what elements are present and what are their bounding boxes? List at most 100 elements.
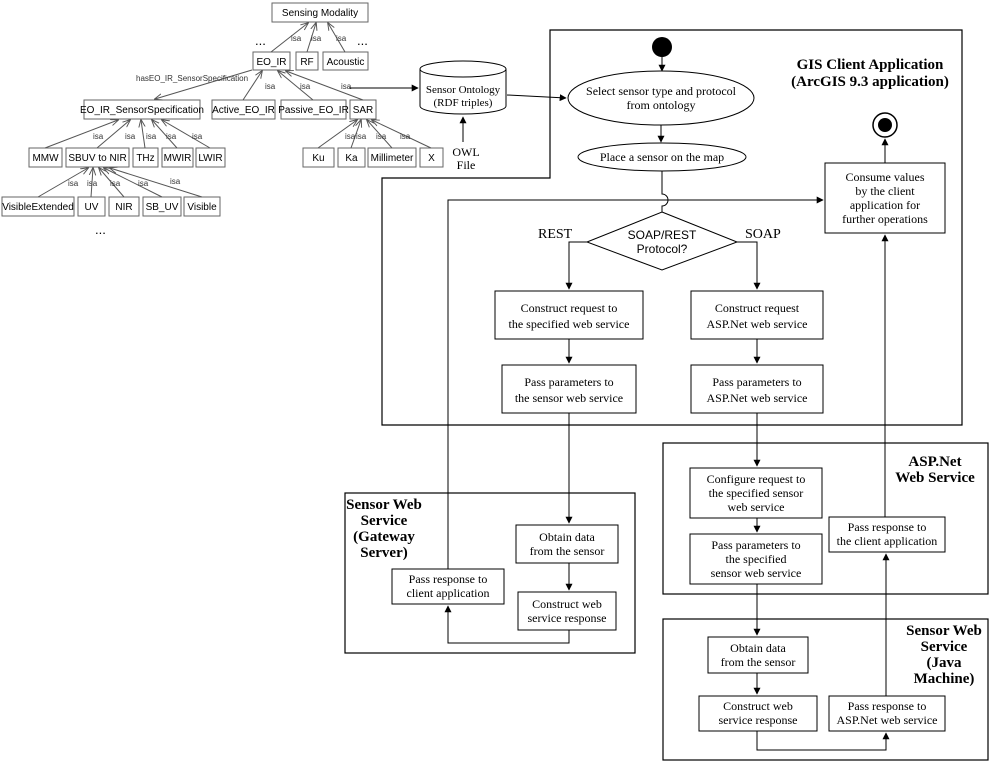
isa-label: isa [300,82,311,91]
soap-pass-text-2: ASP.Net web service [707,391,808,405]
gateway-pass-text-2: client application [407,586,490,600]
isa-label: isa [345,132,356,141]
consume-text-2: by the client [855,184,915,198]
gateway-construct-response [517,591,617,631]
java-construct-text-2: service response [719,713,798,727]
gateway-title: Sensor Web [346,497,422,513]
node-x: X [428,153,435,164]
isa-label: isa [125,132,136,141]
aspnet-response-text: Pass response to [848,520,927,534]
gateway-title-2: Service [361,513,408,529]
gateway-obtain-text-2: from the sensor [530,544,605,558]
aspnet-configure-request [689,467,823,519]
isa-label: isa [138,179,149,188]
soap-construct-request [690,290,824,340]
node-acoustic: Acoustic [327,57,365,68]
node-rf: RF [300,57,313,68]
isa-label: isa [170,177,181,186]
node-lwir: LWIR [198,153,222,164]
node-sar: SAR [353,105,374,116]
node-millimeter: Millimeter [371,153,414,164]
isa-label: isa [110,179,121,188]
consume-text: Consume values [846,170,925,184]
rest-construct-text-2: the specified web service [509,317,630,331]
rest-construct-text: Construct request to [521,301,618,315]
soap-pass-text: Pass parameters to [712,375,801,389]
protocol-decision [585,211,739,271]
gateway-construct-text: Construct web [532,597,602,611]
aspnet-response-text-2: the client application [837,534,938,548]
rest-pass-text-2: the sensor web service [515,391,623,405]
isa-label: isa [166,132,177,141]
java-title-4: Machine) [914,671,975,687]
gateway-construct-text-2: service response [528,611,607,625]
java-obtain-text: Obtain data [730,641,786,655]
rest-label: REST [538,227,573,242]
consume-values-step [824,162,946,234]
soap-construct-text-2: ASP.Net web service [707,317,808,331]
owl-file-label: OWL [452,145,479,159]
rest-construct-request [494,290,644,340]
gis-client-container [381,29,963,426]
ontology-tree: Sensing Modality EO_IR RF Acoustic EO_IR… [1,2,444,237]
aspnet-pass-text-3: sensor web service [711,566,802,580]
gateway-obtain-data [515,524,619,564]
isa-label: isa [400,132,411,141]
place-sensor-text: Place a sensor on the map [600,150,724,164]
rest-pass-parameters [501,364,637,414]
has-specification-label: hasEO_IR_SensorSpecification [136,74,248,83]
sensor-ontology-sub: (RDF triples) [434,97,493,109]
java-pass-text-2: ASP.Net web service [837,713,938,727]
java-title-2: Service [921,639,968,655]
gis-client-subtitle: (ArcGIS 9.3 application) [791,74,949,90]
java-pass-text: Pass response to [848,699,927,713]
sensor-ontology-database: Sensor Ontology (RDF triples) [419,60,507,115]
decision-text: SOAP/REST [628,228,697,242]
node-sb-uv: SB_UV [146,202,179,213]
decision-text-2: Protocol? [637,242,688,256]
aspnet-service-container [662,442,989,595]
aspnet-title: ASP.Net [908,454,961,470]
node-eo-ir-sensor-specification: EO_IR_SensorSpecification [80,105,204,116]
aspnet-pass-text-2: the specified [726,552,787,566]
aspnet-pass-parameters [689,533,823,585]
node-passive-eo-ir: Passive_EO_IR [278,105,349,116]
consume-text-4: further operations [842,212,928,226]
soap-pass-parameters [690,364,824,414]
node-sensing-modality: Sensing Modality [282,8,358,19]
node-nir: NIR [115,202,132,213]
node-visible-extended: VisibleExtended [2,202,74,213]
select-sensor-text-2: from ontology [627,98,696,112]
select-sensor-text: Select sensor type and protocol [586,84,737,98]
isa-label: isa [356,132,367,141]
start-node [652,37,672,57]
isa-label: isa [336,34,347,43]
gis-client-title: GIS Client Application [797,57,944,73]
owl-file-sub: File [457,158,476,172]
node-ku: Ku [312,153,324,164]
node-mwir: MWIR [164,153,192,164]
java-pass-response [828,695,946,732]
java-construct-response [698,695,818,732]
java-service-container [662,618,989,761]
java-obtain-data [707,636,809,674]
node-visible: Visible [187,202,217,213]
isa-label: isa [265,82,276,91]
aspnet-pass-text: Pass parameters to [711,538,800,552]
aspnet-configure-text-3: web service [728,500,785,514]
gateway-service-container [344,492,636,654]
isa-label: isa [192,132,203,141]
isa-label: isa [68,179,79,188]
java-title: Sensor Web [906,623,982,639]
rest-pass-text: Pass parameters to [524,375,613,389]
isa-label: isa [311,34,322,43]
java-construct-text: Construct web [723,699,793,713]
java-obtain-text-2: from the sensor [721,655,796,669]
node-sbuv-to-nir: SBUV to NIR [68,153,126,164]
node-eo-ir: EO_IR [256,57,286,68]
node-active-eo-ir: Active_EO_IR [212,105,275,116]
end-node-core [878,118,892,132]
isa-label: isa [291,34,302,43]
isa-label: isa [341,82,352,91]
